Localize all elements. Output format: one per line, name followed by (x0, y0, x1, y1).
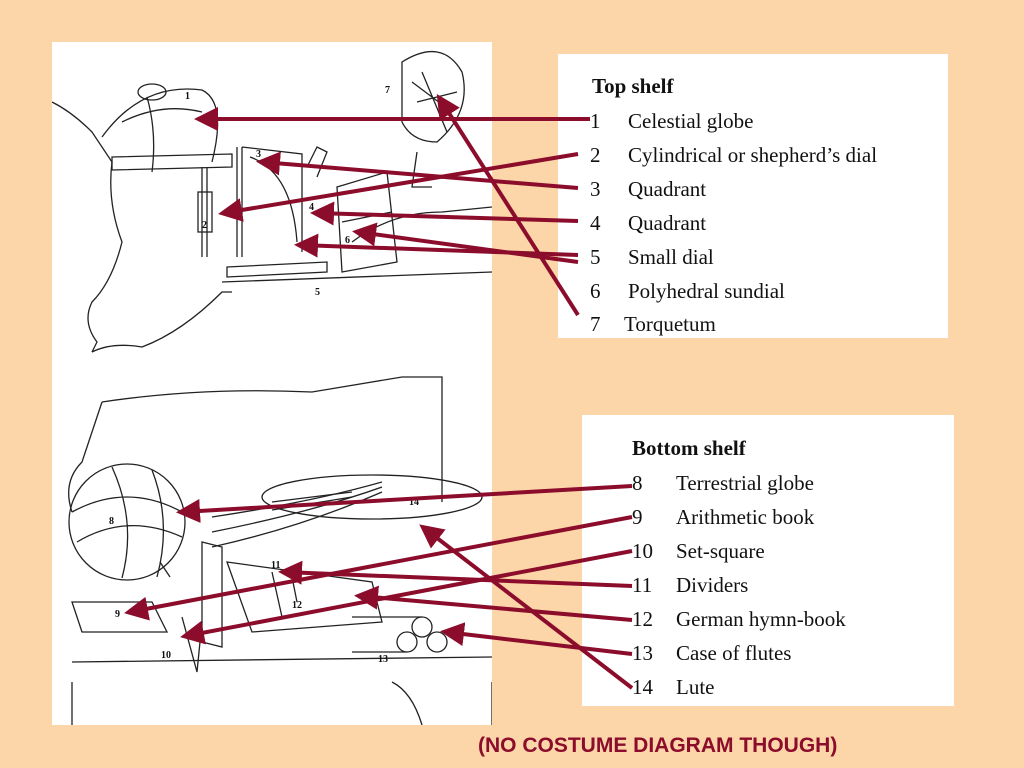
drawing-label-8: 8 (109, 516, 114, 527)
legend-number: 14 (632, 675, 653, 699)
drawing-label-13: 13 (378, 654, 388, 665)
legend-number: 2 (590, 143, 601, 167)
top-shelf-title: Top shelf (592, 74, 674, 98)
legend-number: 13 (632, 641, 653, 665)
drawing-label-6: 6 (345, 235, 350, 246)
legend-label: Arithmetic book (676, 505, 815, 529)
legend-number: 10 (632, 539, 653, 563)
legend-label: Small dial (628, 245, 714, 269)
drawing-label-12: 12 (292, 600, 302, 611)
drawing-label-9: 9 (115, 609, 120, 620)
drawing-label-1: 1 (185, 91, 190, 102)
legend-label: Terrestrial globe (676, 471, 814, 495)
drawing-label-11: 11 (271, 560, 281, 571)
drawing-label-10: 10 (161, 650, 171, 661)
shelf-illustration: 1 2 3 4 5 6 7 8 9 10 11 12 13 14 (52, 42, 492, 725)
drawing-label-4: 4 (309, 202, 314, 213)
bottom-shelf-title: Bottom shelf (632, 436, 746, 460)
drawing-label-7: 7 (385, 85, 390, 96)
legend-number: 11 (632, 573, 653, 597)
legend-label: Dividers (676, 573, 749, 597)
legend-label: Torquetum (624, 312, 716, 336)
legend-number: 9 (632, 505, 643, 529)
legend-label: Set-square (676, 539, 765, 563)
legend-label: Polyhedral sundial (628, 279, 785, 303)
legend-number: 12 (632, 607, 653, 631)
legend-number: 1 (590, 109, 601, 133)
legend-label: German hymn-book (676, 607, 846, 631)
legend-label: Lute (676, 675, 715, 699)
top-shelf-legend: Top shelf 1 Celestial globe 2 Cylindrica… (558, 54, 948, 338)
drawing-label-14: 14 (409, 497, 419, 508)
legend-label: Quadrant (628, 177, 707, 201)
legend-number: 8 (632, 471, 643, 495)
legend-label: Celestial globe (628, 109, 754, 133)
legend-number: 4 (590, 211, 601, 235)
legend-number: 6 (590, 279, 601, 303)
bottom-shelf-legend: Bottom shelf 8 Terrestrial globe 9 Arith… (582, 415, 954, 706)
drawing-label-2: 2 (202, 220, 207, 231)
shelf-sketch (52, 50, 492, 725)
drawing-label-3: 3 (256, 149, 261, 160)
legend-number: 5 (590, 245, 601, 269)
legend-label: Cylindrical or shepherd’s dial (628, 143, 878, 167)
footnote: (NO COSTUME DIAGRAM THOUGH) (478, 734, 838, 757)
legend-label: Case of flutes (676, 641, 792, 665)
legend-number: 3 (590, 177, 601, 201)
drawing-label-5: 5 (315, 287, 320, 298)
legend-number: 7 (590, 312, 601, 336)
legend-label: Quadrant (628, 211, 707, 235)
